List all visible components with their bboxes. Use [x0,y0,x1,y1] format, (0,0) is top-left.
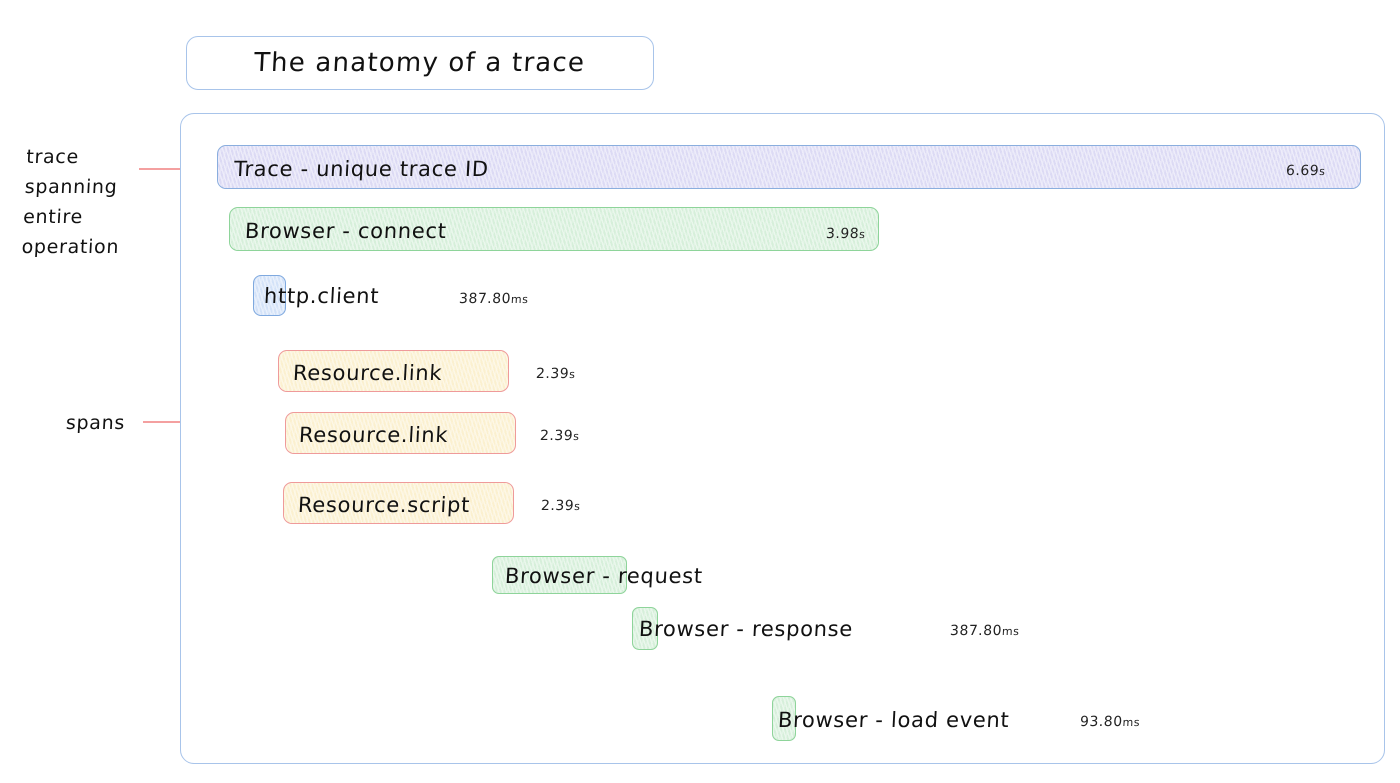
span-bar-resource-link-2[interactable] [285,412,516,454]
span-bar-browser-request[interactable] [492,556,627,594]
spans-annotation-leader [143,421,213,423]
span-label-trace-root: Trace - unique trace ID [233,157,490,181]
trace-annotation-label: trace spanning entire operation [21,146,120,258]
span-label-http-client: http.client [263,284,380,308]
span-label-browser-load-event: Browser - load event [777,708,1011,732]
span-duration-resource-script: 2.39s [540,498,581,514]
spans-annotation-label: spans [65,412,126,434]
span-duration-http-client: 387.80ms [458,291,529,307]
span-duration-resource-link-1: 2.39s [535,366,576,382]
span-label-resource-link-1: Resource.link [292,361,443,385]
span-label-browser-request: Browser - request [504,564,704,588]
span-bar-resource-script[interactable] [283,482,514,524]
title-card: The anatomy of a trace [186,36,654,90]
span-bar-http-client[interactable] [253,275,286,316]
span-bar-browser-response[interactable] [632,607,658,650]
span-bar-browser-connect[interactable] [229,207,879,251]
span-bar-resource-link-1[interactable] [278,350,509,392]
span-label-resource-link-2: Resource.link [298,423,449,447]
trace-annotation-leader [139,168,197,170]
page-title: The anatomy of a trace [253,48,587,78]
span-label-resource-script: Resource.script [297,493,471,517]
span-duration-browser-load-event: 93.80ms [1079,714,1141,730]
span-duration-browser-connect: 3.98s [825,226,866,242]
trace-panel: Trace - unique trace ID 6.69s Browser - … [180,113,1385,764]
span-duration-resource-link-2: 2.39s [539,428,580,444]
span-bar-trace-root[interactable] [217,145,1361,189]
span-duration-browser-response: 387.80ms [949,623,1020,639]
span-label-browser-response: Browser - response [638,617,854,641]
span-bar-browser-load-event[interactable] [772,696,796,741]
span-label-browser-connect: Browser - connect [244,219,448,243]
span-duration-trace-root: 6.69s [1285,163,1326,179]
